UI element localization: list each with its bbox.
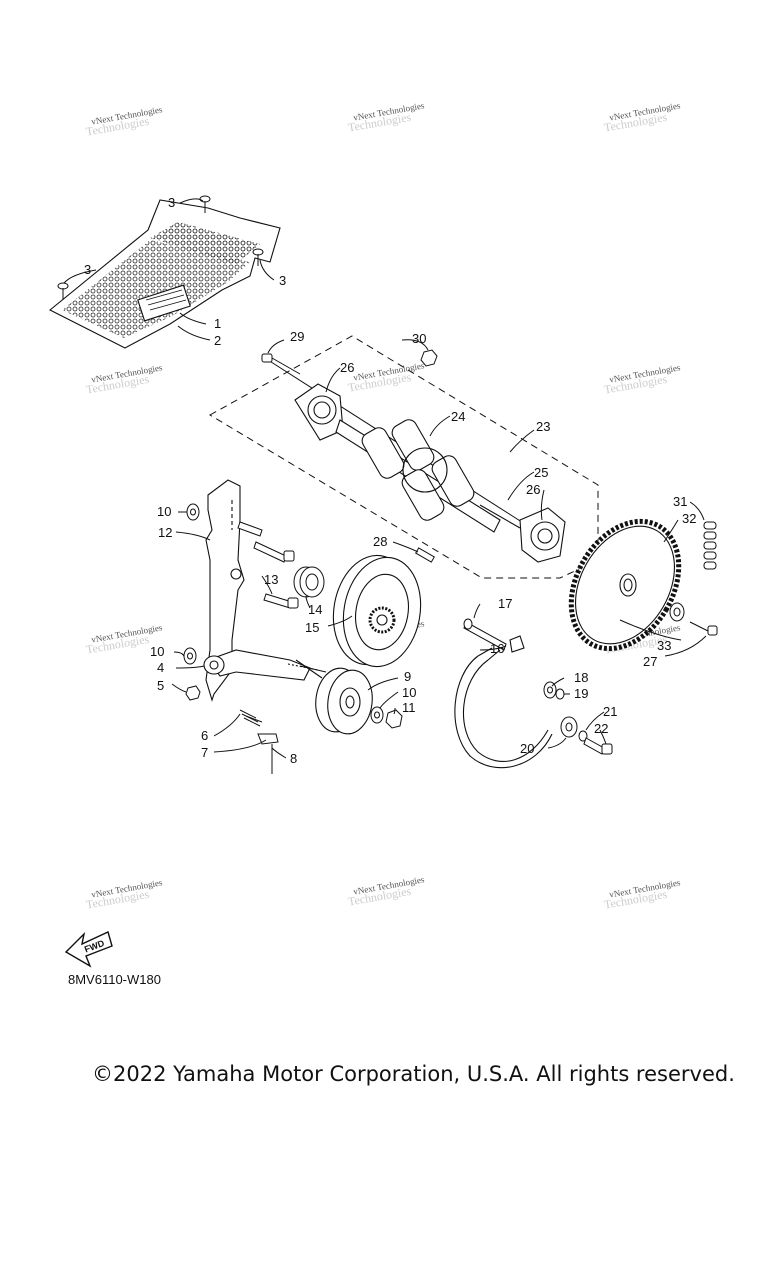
- fwd-arrow-icon: FWD: [64, 931, 113, 968]
- part-label: 14: [308, 602, 322, 617]
- part-label: 4: [157, 660, 164, 675]
- part-label: 3: [279, 273, 286, 288]
- washer-10: [183, 503, 384, 724]
- pin-17: [463, 618, 507, 651]
- part-label: 15: [305, 620, 319, 635]
- pin-7-8: [257, 733, 279, 774]
- part-label: 30: [412, 331, 426, 346]
- part-label: 12: [158, 525, 172, 540]
- bolts-13: [237, 521, 299, 609]
- spring-6: [239, 709, 263, 727]
- screw-icon: [57, 195, 264, 300]
- leader-lines: [63, 198, 707, 759]
- part-label: 21: [603, 704, 617, 719]
- nut-11: [385, 709, 403, 729]
- part-label: 3: [168, 195, 175, 210]
- assembly-box-23: [209, 335, 599, 579]
- diagram-code: 8MV6110-W180: [68, 972, 161, 987]
- part-label: 8: [290, 751, 297, 766]
- part-label: 23: [536, 419, 550, 434]
- part-label: 13: [264, 572, 278, 587]
- nut-30: [420, 349, 438, 367]
- chain: [703, 521, 717, 570]
- part-label: 9: [404, 669, 411, 684]
- part-label: 32: [682, 511, 696, 526]
- part-label: 19: [574, 686, 588, 701]
- part-label: 22: [594, 721, 608, 736]
- copyright-text: ©2022 Yamaha Motor Corporation, U.S.A. A…: [92, 1062, 735, 1086]
- bolt-22: [583, 737, 613, 755]
- part-label: 26: [340, 360, 354, 375]
- key-28: [415, 547, 435, 563]
- part-label: 18: [574, 670, 588, 685]
- part-label: 6: [201, 728, 208, 743]
- part-labels: 1 2 3 3 3 4 5 6 7 8 9 10 10 10 11 12 13 …: [84, 195, 696, 766]
- part-label: 28: [373, 534, 387, 549]
- part-label: 33: [657, 638, 671, 653]
- part-label: 17: [498, 596, 512, 611]
- part-label: 11: [402, 700, 416, 715]
- part-label: 29: [290, 329, 304, 344]
- part-label: 5: [157, 678, 164, 693]
- shaft-assembly: [267, 359, 566, 563]
- part-label: 10: [402, 685, 416, 700]
- washer-bolt-27: [669, 602, 718, 636]
- part-label: 27: [643, 654, 657, 669]
- washer-18-19-20: [543, 681, 588, 742]
- bracket-12: [205, 479, 245, 702]
- part-label: 10: [157, 504, 171, 519]
- part-label: 16: [490, 641, 504, 656]
- pulley-9: [315, 667, 373, 735]
- tensioner-arm: [203, 649, 327, 681]
- part-label: 26: [526, 482, 540, 497]
- collar-14: [293, 566, 325, 598]
- sprocket: [568, 518, 682, 652]
- part-label: 24: [451, 409, 465, 424]
- part-label: 3: [84, 262, 91, 277]
- part-label: 10: [150, 644, 164, 659]
- drum-15: [332, 554, 422, 668]
- part-label: 20: [520, 741, 534, 756]
- part-label: 1: [214, 316, 221, 331]
- nut-5: [185, 685, 201, 701]
- guard-plate: [48, 199, 281, 349]
- bolt-29: [261, 353, 301, 375]
- part-label: 7: [201, 745, 208, 760]
- part-label: 2: [214, 333, 221, 348]
- part-label: 25: [534, 465, 548, 480]
- part-label: 31: [673, 494, 687, 509]
